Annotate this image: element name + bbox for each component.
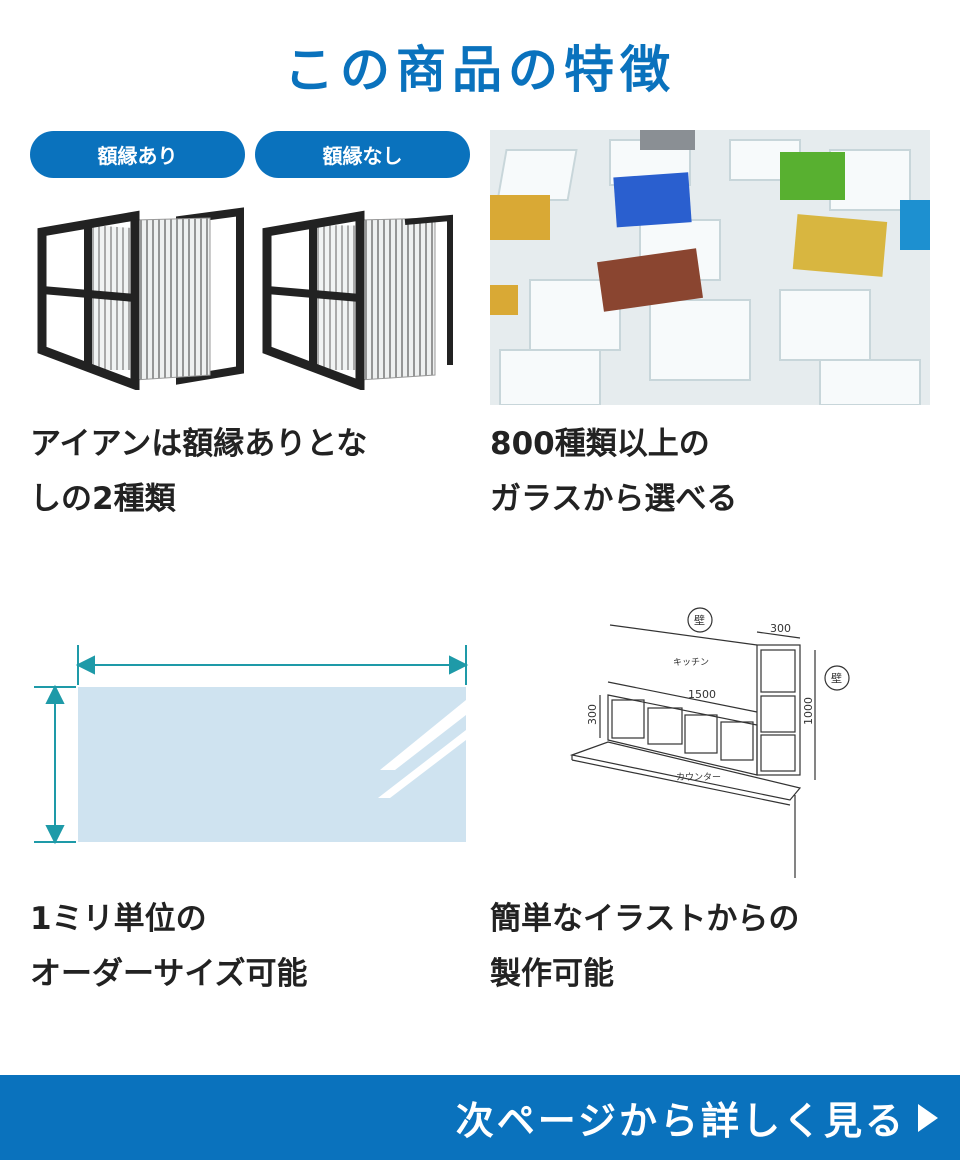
iron-frame-illustration [37,207,453,390]
glass-samples-photo [490,130,930,405]
caption-line: オーダーサイズ可能 [30,956,308,992]
dim-label: 1000 [802,697,815,725]
feature-caption-frame-types: アイアンは額縁ありとな しの2種類 [30,417,367,527]
dim-label: 300 [586,704,599,725]
caption-line: 簡単なイラストからの [490,901,800,937]
page-title: この商品の特徴 [284,41,676,99]
tag-without-frame: 額縁なし [255,131,470,178]
order-size-diagram [34,645,469,845]
sketch-illustration: 壁 壁 300 キッチン 1500 300 1000 カウンター [569,607,850,878]
next-page-button[interactable]: 次ページから詳しく見る [0,1075,960,1160]
kitchen-label: キッチン [673,657,709,668]
counter-label: カウンター [676,772,721,783]
wall-label: 壁 [831,671,842,685]
caption-line: しの2種類 [30,481,176,517]
wall-label: 壁 [694,613,705,627]
next-page-label: 次ページから詳しく見る [455,1099,906,1143]
frame-with-border [37,207,244,390]
tag-with-frame: 額縁あり [30,131,245,178]
feature-caption-order-size: 1ミリ単位の オーダーサイズ可能 [30,892,307,1002]
dim-label: 300 [770,622,791,635]
caption-line: ガラスから選べる [490,481,738,517]
triangle-right-icon [918,1103,938,1132]
frame-without-border [262,210,453,390]
feature-caption-glass-variety: 800種類以上の ガラスから選べる [490,417,737,527]
caption-line: 800種類以上の [490,426,710,462]
feature-caption-illustration: 簡単なイラストからの 製作可能 [490,892,799,1002]
caption-line: 1ミリ単位の [30,901,207,937]
caption-line: 製作可能 [490,956,614,992]
dim-label: 1500 [688,688,716,701]
caption-line: アイアンは額縁ありとな [30,426,368,462]
